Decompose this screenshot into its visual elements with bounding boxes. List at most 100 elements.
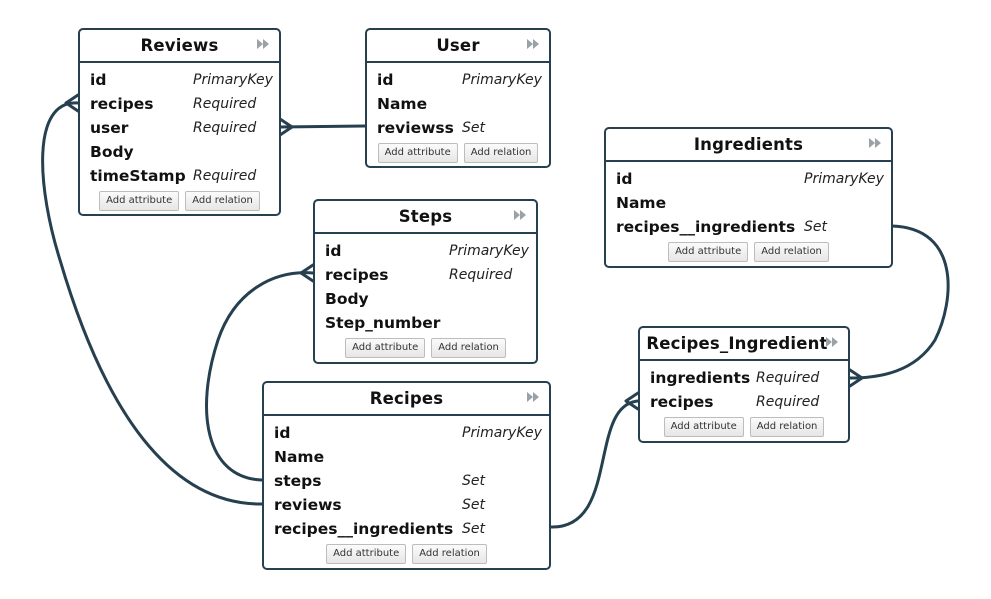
attribute-row: recipes Required (640, 390, 848, 414)
relation-line-recipes-recipesingredient (548, 399, 640, 529)
add-attribute-button[interactable]: Add attribute (668, 242, 749, 262)
attribute-type: PrimaryKey (462, 72, 542, 88)
entity-ingredients[interactable]: Ingredients id PrimaryKey Name recipes__i… (604, 127, 893, 268)
crowfoot-ingredients-recipesingredient (848, 368, 864, 388)
attribute-row: id PrimaryKey (367, 68, 549, 92)
double-chevron-right-icon[interactable] (526, 390, 540, 404)
relation-line-reviews-user (278, 124, 367, 129)
entity-header: Reviews (80, 30, 279, 63)
entity-header: Steps (315, 201, 536, 234)
attribute-type: Set (462, 473, 485, 489)
attribute-row: Body (315, 287, 536, 311)
add-relation-button[interactable]: Add relation (412, 544, 487, 564)
attribute-row: ingredients Required (640, 366, 848, 390)
attribute-row: reviewss Set (367, 116, 549, 140)
attribute-name[interactable]: recipes (325, 266, 389, 284)
attribute-type: Set (462, 521, 485, 537)
attribute-type: Set (462, 120, 485, 136)
attribute-row: user Required (80, 116, 279, 140)
attribute-name[interactable]: ingredients (650, 369, 751, 387)
attribute-type: PrimaryKey (193, 72, 273, 88)
attribute-name[interactable]: recipes (90, 95, 154, 113)
entity-actions: Add attribute Add relation (367, 143, 549, 163)
entity-actions: Add attribute Add relation (315, 338, 536, 358)
attribute-type: Required (449, 267, 513, 283)
attribute-row: steps Set (264, 469, 549, 493)
attribute-name[interactable]: timeStamp (90, 167, 186, 185)
attribute-name[interactable]: Name (616, 194, 667, 212)
double-chevron-right-icon[interactable] (513, 208, 527, 222)
attribute-type: Required (193, 168, 257, 184)
entity-actions: Add attribute Add relation (606, 242, 891, 262)
attribute-name[interactable]: steps (274, 472, 322, 490)
attribute-name[interactable]: id (325, 242, 342, 260)
attribute-name[interactable]: id (274, 424, 291, 442)
attribute-row: id PrimaryKey (80, 68, 279, 92)
attribute-name[interactable]: Name (377, 95, 428, 113)
attribute-name[interactable]: id (377, 71, 394, 89)
attribute-name[interactable]: reviewss (377, 119, 454, 137)
attribute-row: Name (606, 191, 891, 215)
entity-title: Reviews (140, 36, 219, 55)
add-attribute-button[interactable]: Add attribute (377, 143, 458, 163)
double-chevron-right-icon[interactable] (825, 335, 839, 349)
attribute-name[interactable]: recipes__ingredients (274, 520, 454, 538)
attribute-type: Required (193, 120, 257, 136)
attribute-name[interactable]: Body (90, 143, 134, 161)
entity-actions: Add attribute Add relation (80, 191, 279, 211)
attribute-row: recipes Required (80, 92, 279, 116)
attribute-list: id PrimaryKey Name recipes__ingredients Se… (606, 162, 891, 239)
attribute-type: Set (462, 497, 485, 513)
attribute-list: id PrimaryKey Name reviewss Set (367, 63, 549, 140)
entity-title: Ingredients (693, 135, 804, 154)
crowfoot-steps-recipes (299, 263, 315, 283)
entity-header: Ingredients (606, 129, 891, 162)
attribute-row: Name (264, 445, 549, 469)
add-attribute-button[interactable]: Add attribute (663, 417, 744, 437)
double-chevron-right-icon[interactable] (256, 37, 270, 51)
attribute-row: Step_number (315, 311, 536, 335)
add-attribute-button[interactable]: Add attribute (345, 338, 426, 358)
attribute-name[interactable]: recipes__ingredients (616, 218, 796, 236)
add-relation-button[interactable]: Add relation (185, 191, 260, 211)
add-relation-button[interactable]: Add relation (754, 242, 829, 262)
attribute-row: Body (80, 140, 279, 164)
add-attribute-button[interactable]: Add attribute (99, 191, 180, 211)
attribute-name[interactable]: id (90, 71, 107, 89)
attribute-type: Required (756, 394, 820, 410)
entity-title: Recipes_Ingredient (646, 334, 828, 353)
attribute-type: PrimaryKey (804, 171, 884, 187)
crowfoot-reviews-user (278, 117, 294, 137)
add-relation-button[interactable]: Add relation (463, 143, 539, 163)
add-relation-button[interactable]: Add relation (431, 338, 506, 358)
attribute-type: Required (756, 370, 820, 386)
double-chevron-right-icon[interactable] (526, 37, 540, 51)
attribute-name[interactable]: Step_number (325, 314, 441, 332)
attribute-row: recipes__ingredients Set (606, 215, 891, 239)
add-attribute-button[interactable]: Add attribute (326, 544, 407, 564)
attribute-name[interactable]: Body (325, 290, 369, 308)
attribute-name[interactable]: id (616, 170, 633, 188)
entity-actions: Add attribute Add relation (640, 417, 848, 437)
entity-title: Recipes (369, 389, 444, 408)
entity-title: Steps (398, 207, 453, 226)
attribute-row: timeStamp Required (80, 164, 279, 188)
attribute-type: Required (193, 96, 257, 112)
attribute-name[interactable]: recipes (650, 393, 714, 411)
attribute-name[interactable]: reviews (274, 496, 342, 514)
attribute-name[interactable]: Name (274, 448, 325, 466)
attribute-name[interactable]: user (90, 119, 129, 137)
add-relation-button[interactable]: Add relation (749, 417, 825, 437)
attribute-type: Set (804, 219, 827, 235)
attribute-row: reviews Set (264, 493, 549, 517)
double-chevron-right-icon[interactable] (868, 136, 882, 150)
attribute-type: PrimaryKey (462, 425, 542, 441)
